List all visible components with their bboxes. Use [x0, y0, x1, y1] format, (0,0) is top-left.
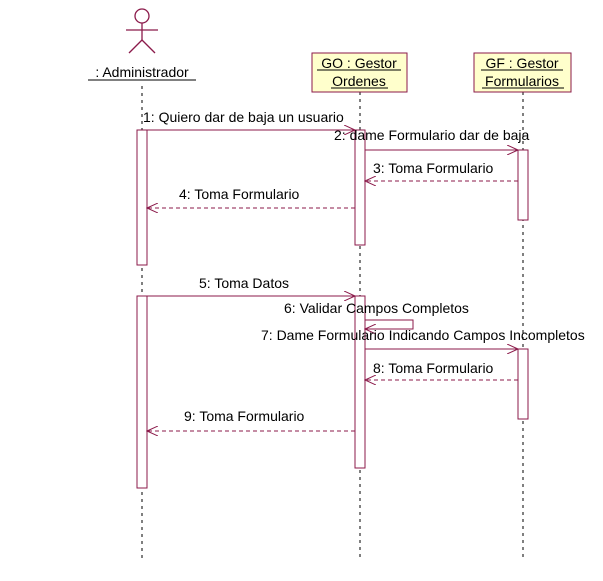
actor-name: : Administrador [95, 64, 189, 80]
message-label-5: 5: Toma Datos [199, 275, 289, 291]
message-label-4: 4: Toma Formulario [179, 186, 300, 202]
activation-bar-administrador-1 [136, 129, 148, 266]
message-arrow-6 [365, 319, 414, 329]
message-label-8: 8: Toma Formulario [373, 360, 494, 376]
message-label-3: 3: Toma Formulario [373, 160, 494, 176]
activation-bar-gestor-formularios-1 [517, 149, 529, 221]
message-label-1: 1: Quiero dar de baja un usuario [143, 109, 344, 125]
participant-gf-line1: GF : Gestor [485, 55, 558, 71]
stick-figure-actor-icon [126, 8, 158, 54]
message-label-2: 2: dame Formulario dar de baja [334, 127, 530, 143]
activation-bar-administrador-2 [136, 295, 148, 489]
activation-bar-gestor-ordenes-2 [354, 295, 366, 469]
message-label-9: 9: Toma Formulario [184, 408, 305, 424]
activation-bar-gestor-formularios-2 [517, 348, 529, 420]
participant-go-line1: GO : Gestor [321, 55, 397, 71]
participant-box-gestor-ordenes [311, 52, 408, 93]
message-label-6: 6: Validar Campos Completos [284, 300, 469, 316]
message-label-7: 7: Dame Formulario Indicando Campos Inco… [261, 327, 585, 343]
participant-gf-line2: Formularios [485, 73, 559, 89]
participant-box-gestor-formularios [473, 52, 572, 93]
participant-go-line2: Ordenes [332, 73, 386, 89]
activation-bar-gestor-ordenes-1 [354, 129, 366, 246]
